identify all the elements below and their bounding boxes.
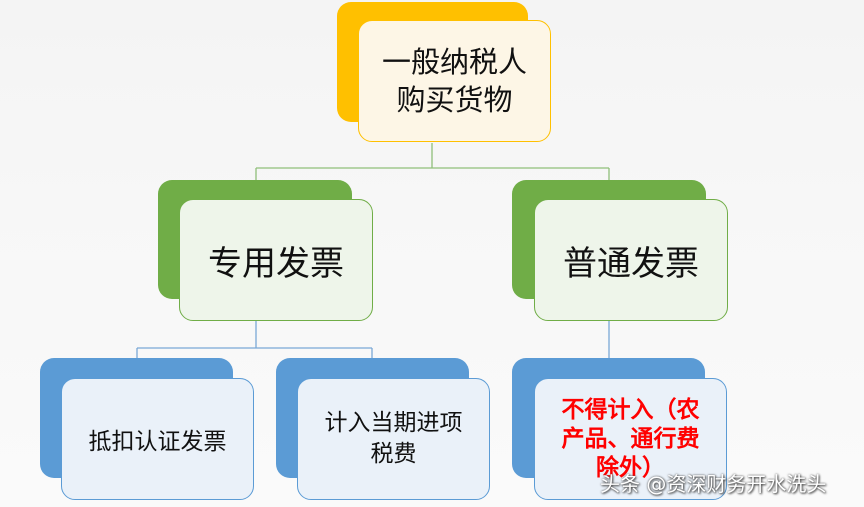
special-invoice-label: 专用发票 — [208, 243, 344, 284]
excluded-node: 不得计入（农 产品、通行费 除外） — [534, 378, 727, 500]
deduct-label: 抵扣认证发票 — [88, 429, 227, 455]
root-line-2: 购买货物 — [396, 83, 513, 117]
deduct-node: 抵扣认证发票 — [61, 378, 254, 500]
special-invoice-node: 专用发票 — [179, 199, 373, 321]
input-tax-line-1: 计入当期进项 — [324, 410, 463, 436]
root-node: 一般纳税人 购买货物 — [358, 20, 551, 142]
ordinary-invoice-label: 普通发票 — [563, 243, 699, 284]
excluded-line-1: 不得计入（农 — [561, 397, 700, 423]
root-line-1: 一般纳税人 — [381, 45, 527, 79]
excluded-line-2: 产品、通行费 — [561, 426, 700, 452]
input-tax-node: 计入当期进项 税费 — [297, 378, 490, 500]
input-tax-line-2: 税费 — [370, 441, 417, 467]
watermark-text: 头条 @资深财务开水洗头 — [600, 472, 827, 496]
ordinary-invoice-node: 普通发票 — [534, 199, 728, 321]
excluded-line-3: 除外） — [596, 455, 665, 481]
